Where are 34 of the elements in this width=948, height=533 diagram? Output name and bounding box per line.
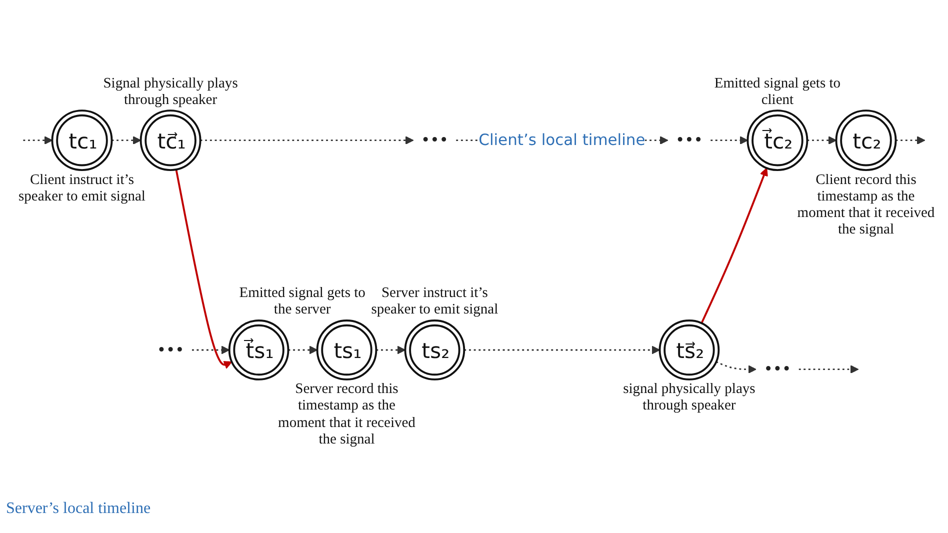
annotation-text: Client record this timestamp as the moment that it received the signal: [796, 172, 936, 239]
arrow: [700, 168, 768, 324]
node-circle: ts₁: [316, 320, 378, 380]
arrow: [376, 346, 406, 354]
arrow: [710, 136, 748, 145]
node-circle: ts₂: [404, 320, 466, 380]
arrow: [807, 136, 837, 145]
node-circle: tc₁: [51, 110, 113, 172]
arrow: [200, 136, 414, 145]
annotation-text: Emitted signal gets to client: [713, 75, 842, 109]
arrow: [175, 169, 232, 369]
arrow: [288, 346, 318, 354]
arrow: [798, 365, 859, 374]
arrow: [716, 361, 756, 374]
arrow: [192, 346, 230, 354]
annotation-text: Signal physically plays through speaker: [102, 75, 239, 109]
node-circle: t⃗s₁: [228, 320, 290, 380]
node-circle: ts⃗₂: [658, 320, 720, 380]
annotation-text: signal physically plays through speaker: [622, 381, 756, 415]
node-text: •••: [156, 340, 184, 359]
node-text: •••: [420, 130, 448, 150]
arrow: [896, 136, 926, 145]
annotation-text: Client instruct it’s speaker to emit signal: [18, 172, 146, 206]
arrow: [464, 346, 660, 354]
node-circle: tc₂: [835, 110, 897, 172]
node-text: •••: [676, 130, 703, 150]
annotation-text: Server record this timestamp as the moment that it received the signal: [277, 381, 416, 448]
edge-label: Client’s local timeline: [478, 130, 646, 150]
timeline-label: Server’s local timeline: [6, 500, 151, 517]
node-text: •••: [764, 360, 792, 378]
arrow: [23, 136, 53, 145]
node-circle: t⃗c₂: [746, 110, 808, 172]
arrow: [112, 136, 142, 145]
node-circle: tc⃗₁: [140, 110, 202, 172]
